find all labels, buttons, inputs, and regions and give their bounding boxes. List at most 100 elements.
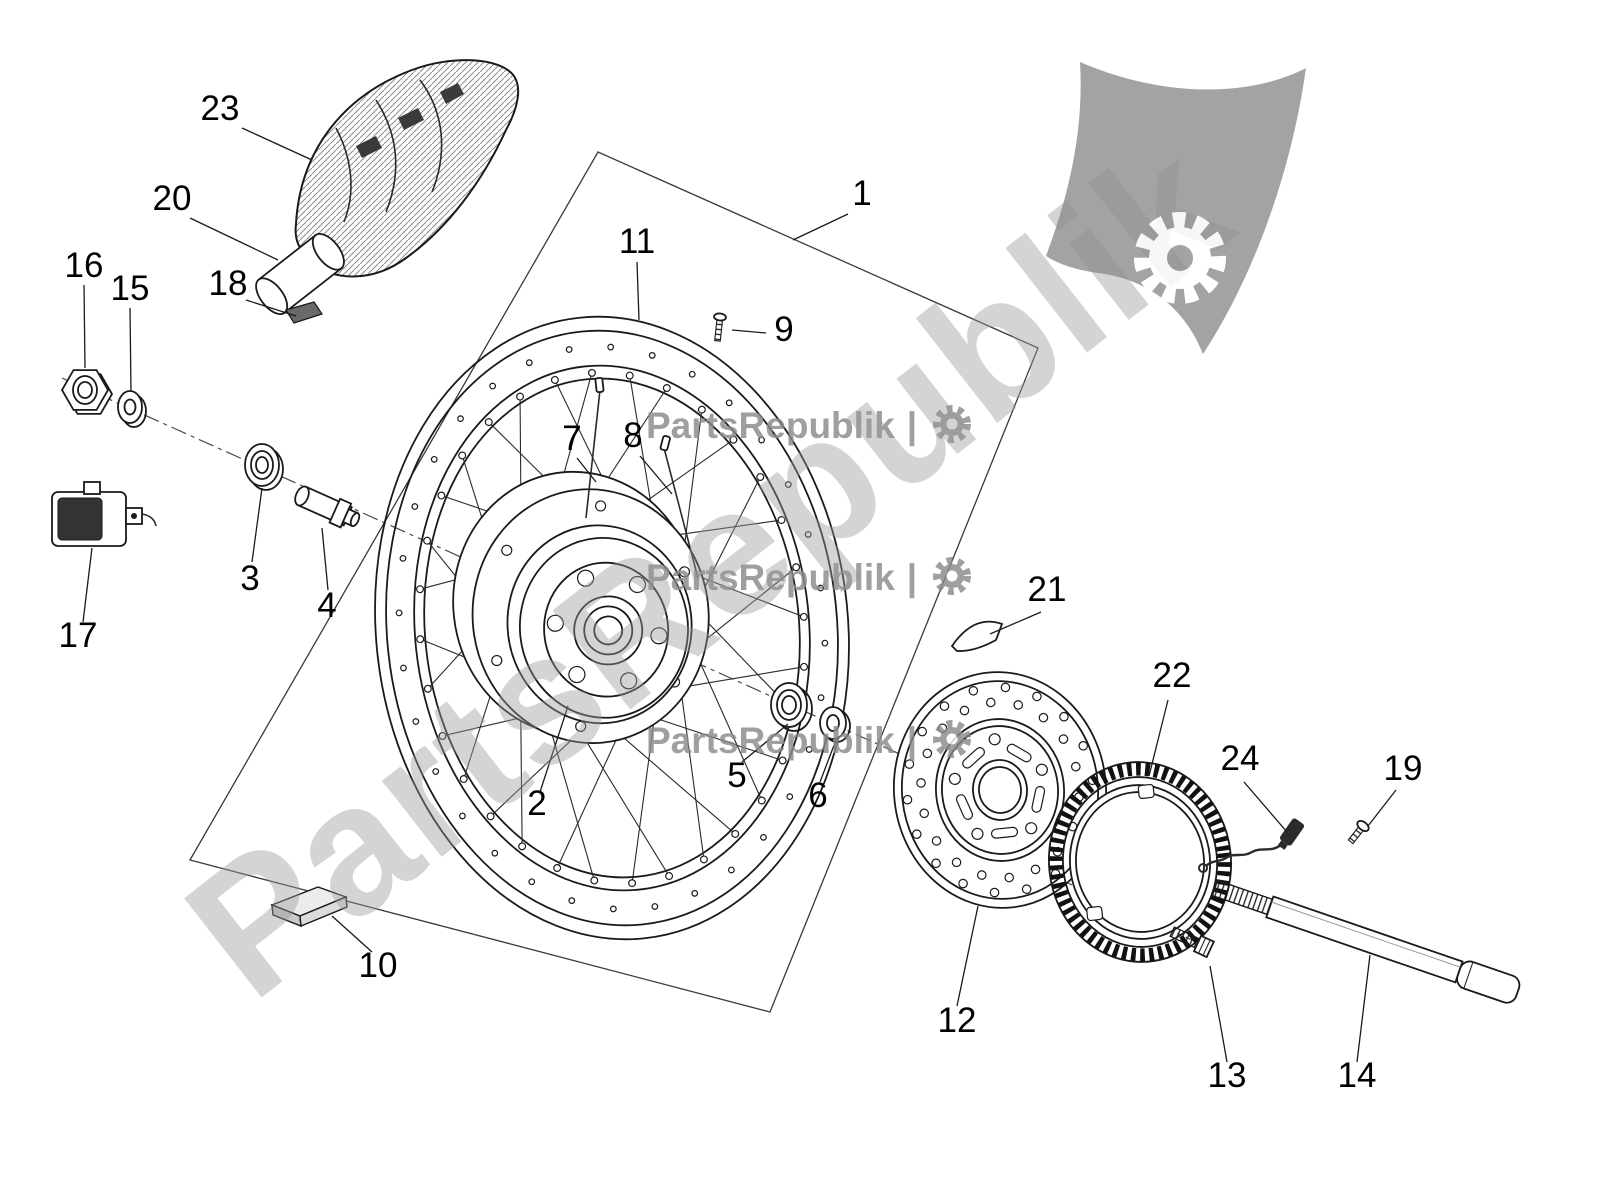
spoke-nipple-hole: [757, 796, 766, 805]
leader-8: [639, 455, 673, 495]
rim-hole: [459, 812, 466, 820]
spoke-nipple-hole: [438, 731, 447, 740]
tone-wheel-outer: [1047, 761, 1233, 963]
tone-wheel-hole: [1086, 905, 1104, 922]
part-label-10: 10: [359, 946, 398, 985]
bolt-head-facet: [1198, 937, 1207, 954]
part-labels: 1 2 3 4 5 6 7 8 9 10 11 12 13 14 15 16 1…: [59, 89, 1423, 1095]
loose-spoke-8: [659, 435, 699, 579]
bearing-bore: [255, 456, 269, 474]
spoke-nipple-hole: [518, 842, 527, 851]
bearing-left: [244, 443, 284, 491]
part-label-23: 23: [201, 89, 240, 128]
seal-bore: [826, 714, 840, 732]
part-label-15: 15: [111, 269, 150, 308]
disc-vent-hole: [917, 726, 928, 737]
wheel-axle: [1211, 879, 1521, 1004]
rim-screw: [713, 312, 727, 342]
axle-highlight: [1271, 901, 1461, 968]
valve-pad: [285, 301, 323, 324]
part-label-21: 21: [1028, 570, 1067, 609]
assembly-outline-box: [189, 151, 1039, 1013]
spoke-shaft: [585, 389, 601, 519]
part-label-24: 24: [1221, 739, 1260, 778]
spoke-nipple-hole: [697, 405, 706, 414]
tire-tread-block: [356, 136, 382, 158]
spoke-nipple-hole: [484, 418, 493, 427]
disc-slot: [955, 794, 974, 820]
leader-16: [83, 284, 86, 369]
part-label-6: 6: [808, 776, 827, 815]
disc-vent-hole: [939, 701, 950, 711]
hub-bolt-hole: [628, 575, 646, 594]
rim-hole: [412, 718, 420, 725]
rim-outer-edge: [374, 315, 850, 941]
gear-teeth: [1134, 212, 1226, 304]
disc-slot: [990, 826, 1019, 839]
rim-hole: [804, 531, 812, 538]
disc-vent-hole: [931, 858, 941, 869]
rim-hole: [491, 849, 499, 857]
sensor-body: [1279, 818, 1305, 846]
rim-hole: [568, 897, 576, 904]
rim-hole: [430, 455, 438, 463]
disc-vent-hole: [1013, 700, 1024, 710]
disc-slot: [962, 747, 985, 769]
disc-vent-hole: [1030, 864, 1041, 875]
spoke-nipple-hole: [587, 368, 596, 377]
front-wheel: [374, 315, 850, 941]
spoke-nipple-hole: [423, 684, 432, 693]
spoke-nipple-hole: [778, 756, 787, 765]
leader-23: [241, 127, 313, 161]
disc-center-hole: [972, 759, 1028, 821]
part-label-9: 9: [774, 310, 793, 349]
hub-bolt-hole: [546, 614, 564, 632]
rim-hole: [786, 793, 794, 801]
sleeve-end: [294, 485, 310, 507]
watermark-text: PartsRepublik: [646, 720, 895, 761]
sensor-cable: [1205, 842, 1284, 867]
part-label-16: 16: [65, 246, 104, 285]
disc-slot: [1031, 785, 1046, 813]
rim-hole-ring: [395, 343, 829, 913]
watermark-text: PartsRepublik: [646, 557, 895, 598]
leader-14: [1356, 954, 1371, 1063]
rim-hole: [651, 903, 659, 910]
tone-wheel-ring: [1062, 776, 1218, 948]
leader-15: [129, 307, 132, 393]
spoke-nipple-hole: [590, 876, 599, 885]
leader-13: [1209, 965, 1228, 1063]
disc-vent-hole: [1070, 761, 1081, 772]
rim-hole: [528, 878, 536, 886]
leader-18: [245, 299, 297, 317]
rim-band-end: [311, 233, 345, 271]
leader-9: [731, 329, 767, 334]
watermark-rows: PartsRepublik| PartsRepublik| PartsRepub…: [646, 405, 967, 762]
disc-vent-hole: [922, 748, 933, 759]
spoke-nipple-hole: [458, 451, 467, 460]
screw-head: [1356, 820, 1370, 832]
gear-icon: [937, 561, 967, 591]
rim-hole: [821, 639, 829, 647]
abs-tone-wheel: [1047, 761, 1233, 963]
part-label-4: 4: [317, 586, 336, 625]
spoke-nipple-hole: [486, 812, 495, 821]
tire-tread-block: [398, 108, 424, 130]
leader-12: [956, 905, 979, 1007]
drum-hole: [594, 500, 607, 512]
drive-unit-wire: [141, 513, 157, 527]
leader-22: [1148, 699, 1169, 777]
leader-24: [1243, 781, 1288, 833]
disc-vent-hole: [911, 829, 922, 839]
disc-vent-hole: [904, 759, 915, 769]
rim-hole: [457, 415, 464, 423]
spoke-nipple-hole: [516, 392, 525, 401]
disc-center-inner: [978, 766, 1022, 814]
part-label-11: 11: [619, 222, 655, 261]
watermark-text: PartsRepublik: [646, 405, 895, 446]
nut-bore: [72, 375, 98, 405]
drive-unit-tab: [83, 481, 101, 495]
axle-shaft: [1265, 895, 1464, 984]
leader-6: [819, 739, 837, 783]
